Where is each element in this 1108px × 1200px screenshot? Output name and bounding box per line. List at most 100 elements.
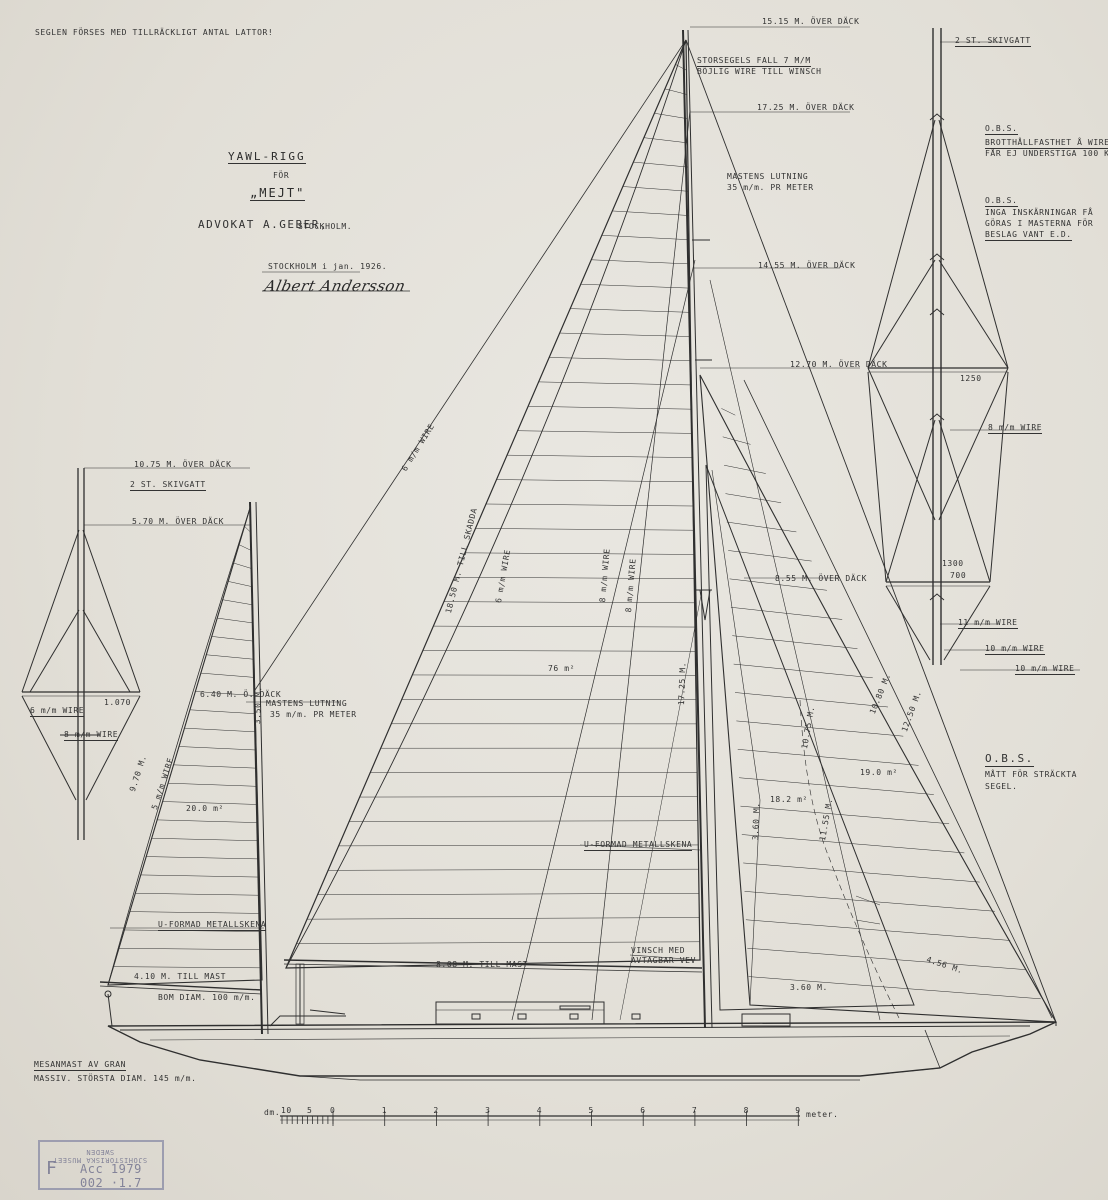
- mizzen-seam: [189, 709, 256, 714]
- mizzen-seam: [211, 636, 254, 642]
- mainsail-seam: [422, 650, 696, 652]
- label-wire8: 8 m/m WIRE: [988, 423, 1043, 434]
- jib-seam: [740, 805, 950, 824]
- obs3-line1: MÅTT FÖR STRÄCKTA: [985, 770, 1078, 779]
- stamp-accession: Acc 1979 002 ·1.7: [80, 1162, 142, 1190]
- label-wire10b: 10 m/m WIRE: [1015, 664, 1075, 675]
- label-main-area: 76 m²: [548, 664, 576, 673]
- jib-seam: [737, 749, 919, 766]
- mainsail-seam: [349, 820, 698, 822]
- mainsail-seam: [443, 601, 695, 604]
- mizzen-seam: [146, 856, 259, 860]
- scale-tick-label: 3: [485, 1106, 491, 1115]
- scale-tick-10: 10: [281, 1106, 292, 1115]
- stamp-letter: F: [46, 1158, 57, 1179]
- mainsail-seam: [633, 161, 688, 168]
- headsails: [254, 39, 1057, 1023]
- label-storsegel2: BÖJLIG WIRE TILL WINSCH: [697, 67, 822, 76]
- mizzen-seam: [195, 691, 255, 696]
- mainsail-seam: [612, 210, 689, 216]
- mizzen-seam: [135, 893, 260, 896]
- label-miz-skivgatt: 2 st. SKIVGATT: [130, 480, 206, 491]
- mizzen-seam: [233, 562, 252, 569]
- client-name: ADVOKAT A.GEBER,: [198, 218, 328, 231]
- label-miz-area: 20.0 m²: [186, 804, 224, 813]
- scale-bar: [280, 1111, 800, 1126]
- mainsail-seam: [296, 941, 700, 944]
- mizzen-seam: [113, 966, 262, 969]
- obs2-line1: INGA INSKÄRNINGAR FÅ: [985, 208, 1094, 217]
- label-vinsch2: AVTAGBAR VEV: [631, 956, 696, 965]
- label-miz-h1075: 10.75 m. ÖVER DÄCK: [134, 460, 232, 469]
- label-miz-spr: 1.070: [104, 698, 132, 707]
- label-miz-h640: 6.40 m. Ö. DÄCK: [200, 690, 282, 699]
- mainsail-seam: [317, 893, 699, 895]
- hull: [104, 963, 1057, 1081]
- mainsail-seam: [359, 796, 698, 798]
- label-miz-boom: 4.10 m. TILL MAST: [134, 972, 227, 981]
- main-mast-front-view: [867, 28, 1009, 665]
- mainsail-seam: [591, 259, 690, 265]
- label-lutning-main-val: 35 m/m. PR METER: [727, 183, 814, 192]
- obs1-line1: BROTTHÅLLFASTHET Å WIRE: [985, 138, 1108, 149]
- drawing-date: STOCKHOLM i jan. 1926.: [268, 262, 388, 271]
- mizzen-front-view: [21, 468, 141, 840]
- mainsail-seam: [517, 430, 692, 434]
- mizzen-seam: [244, 526, 251, 533]
- label-spr1250: 1250: [960, 374, 982, 383]
- label-h855: 8.55 m. ÖVER DÄCK: [775, 574, 868, 583]
- label-wire10a: 10 m/m WIRE: [985, 644, 1045, 655]
- mizzen-seam: [162, 801, 258, 805]
- jib-seam: [732, 635, 858, 649]
- mizzen-seam: [200, 672, 255, 678]
- mainsail-seam: [654, 113, 688, 119]
- scale-tick-label: 4: [536, 1106, 543, 1115]
- jib-seam: [728, 550, 812, 562]
- obs3-line2: SEGEL.: [985, 782, 1018, 791]
- mainsail-seam: [538, 381, 692, 386]
- mizzen-seam: [129, 911, 261, 914]
- obs1-line2: FÅR EJ UNDERSTIGA 100 Kg/mm²: [985, 149, 1108, 158]
- mizzen-seam: [228, 581, 252, 587]
- label-miz-lutning-val: 35 m/m. PR METER: [270, 710, 357, 719]
- mizzen: [99, 501, 269, 1035]
- obs3-title: O.B.S.: [985, 752, 1034, 767]
- mesan-note-1: MESANMAST AV GRAN: [34, 1060, 127, 1071]
- label-miz-boom-diam: BOM DIAM. 100 m/m.: [158, 993, 256, 1002]
- title-for: FÖR: [273, 171, 290, 180]
- scale-tick-label: 7: [691, 1106, 698, 1115]
- label-lutning-main: MASTENS LUTNING: [727, 172, 809, 181]
- mainsail-seam: [496, 479, 693, 483]
- mizzen-seam: [222, 599, 253, 606]
- mainsail-seam: [328, 868, 699, 871]
- label-len360: 3.60 m.: [751, 802, 762, 841]
- mainsail-seam: [464, 552, 694, 555]
- obs1-title: O.B.S.: [985, 124, 1018, 135]
- mizzen-seam: [157, 819, 258, 823]
- label-skivgatt-main: 2 st. SKIVGATT: [955, 36, 1031, 47]
- mizzen-seam: [238, 544, 252, 551]
- mainsail-seam: [475, 528, 694, 531]
- batten-note: SEGLEN FÖRSES MED TILLRÄCKLIGT ANTAL LAT…: [35, 28, 274, 37]
- scale-tick-label: 9: [795, 1106, 801, 1115]
- label-miz-h570: 5.70 m. ÖVER DÄCK: [132, 517, 225, 526]
- label-main-boom: 8.08 m. TILL MAST: [436, 960, 529, 969]
- designer-signature: Albert Andersson: [263, 277, 408, 295]
- scale-tick-label: 6: [640, 1106, 646, 1115]
- jib-seam: [733, 663, 873, 679]
- obs2-line2: GÖRAS I MASTERNA FÖR: [985, 219, 1094, 228]
- mainsail-seam: [601, 235, 689, 240]
- jib-seam: [721, 408, 736, 416]
- mizzen-seam: [206, 654, 254, 660]
- label-miz-lutning: MASTENS LUTNING: [266, 699, 348, 708]
- label-h1515: 15.15 m. ÖVER DÄCK: [762, 17, 860, 26]
- mizzen-seam: [140, 874, 260, 878]
- scale-tick-label: 1: [381, 1106, 388, 1115]
- mainsail-seam: [412, 674, 696, 676]
- label-staysail-area: 18.2 m²: [770, 795, 808, 804]
- jib-seam: [724, 464, 766, 474]
- label-jib-area: 19.0 m²: [860, 768, 898, 777]
- jib-seam: [743, 862, 980, 883]
- label-spr700: 700: [950, 571, 967, 580]
